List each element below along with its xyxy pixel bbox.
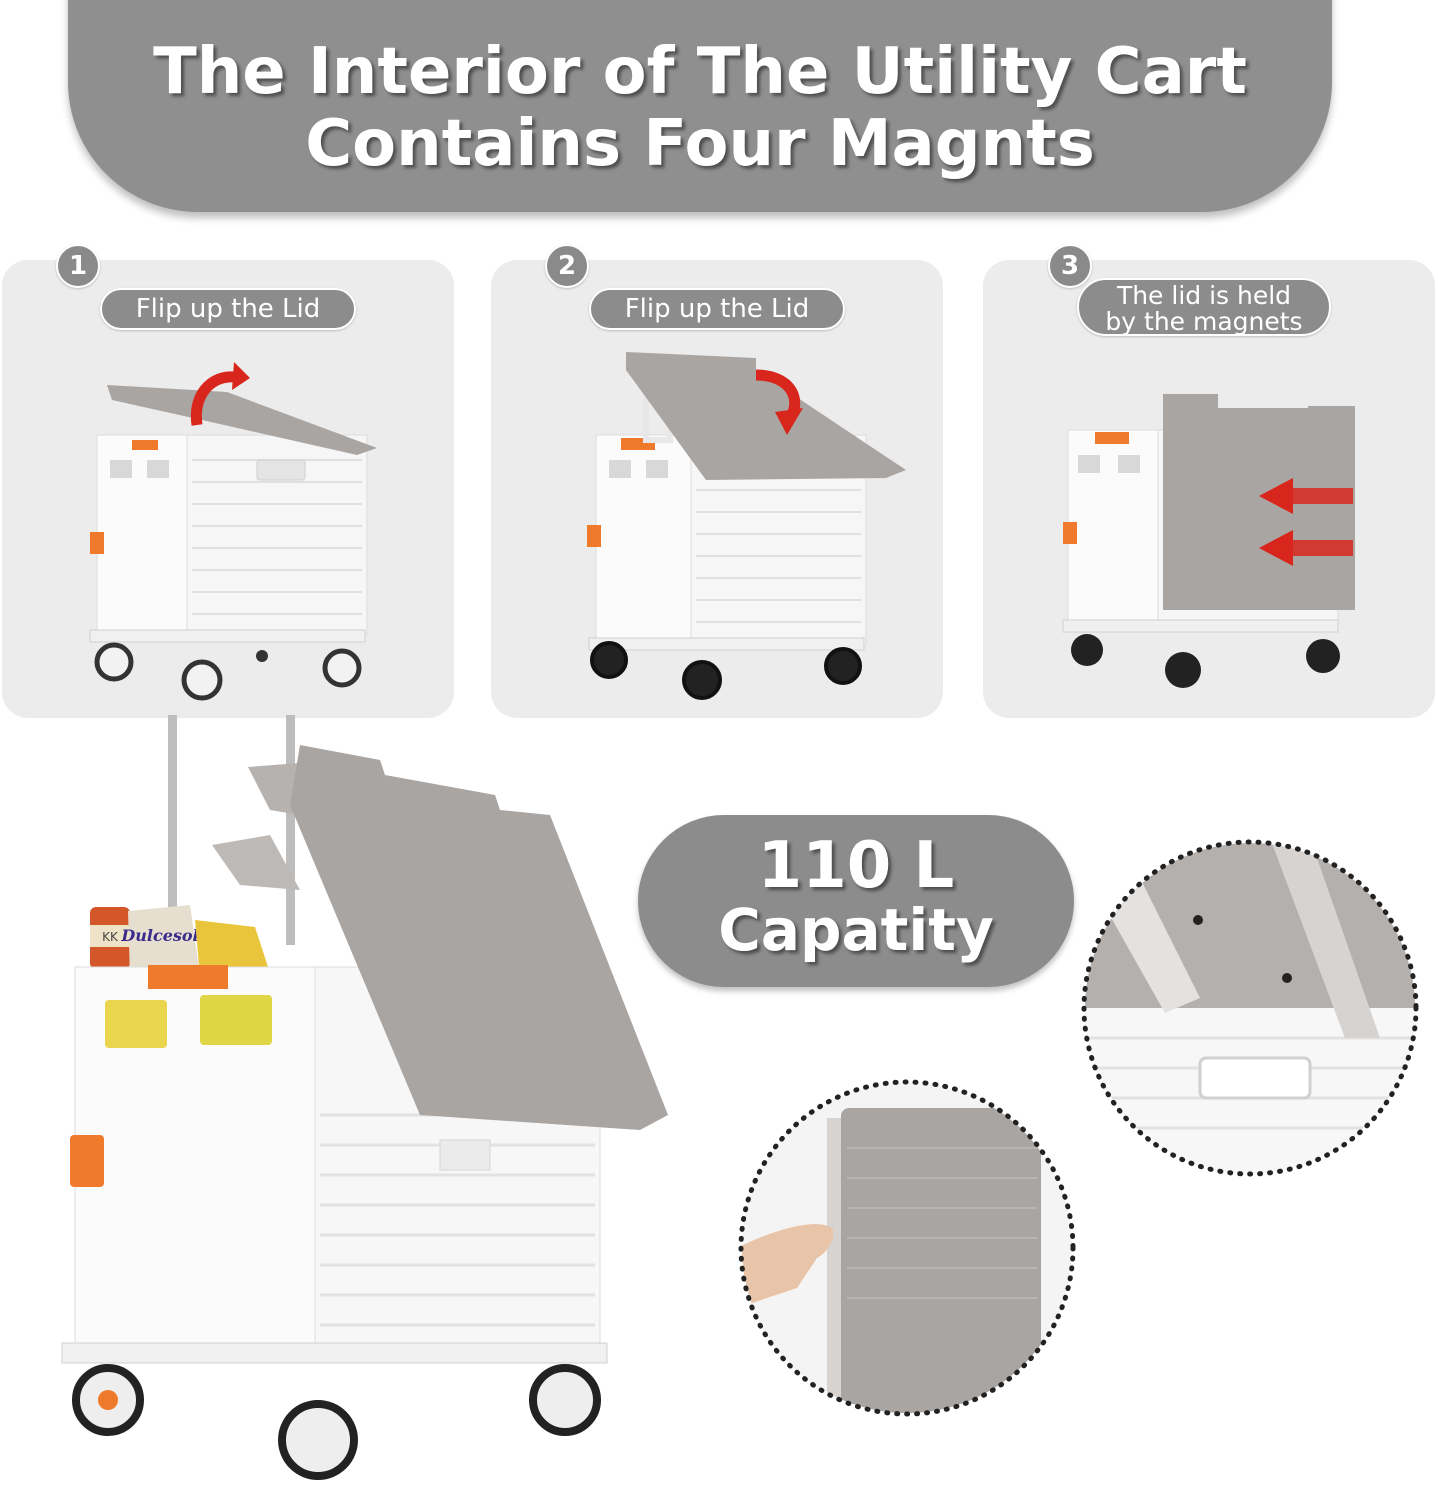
step-1-label: Flip up the Lid <box>100 288 356 330</box>
cart-body <box>90 434 368 636</box>
step-2-label: Flip up the Lid <box>589 288 845 330</box>
step-2-cart-illustration <box>587 352 906 700</box>
capacity-badge <box>638 815 1074 987</box>
lid <box>107 385 377 455</box>
hand-lid-detail <box>738 1079 1076 1417</box>
step-1-number-badge: 1 <box>56 244 100 288</box>
capacity-value: 110 L <box>757 829 955 903</box>
magnet-arrow-icon <box>1259 478 1353 566</box>
page-title: The Interior of The Utility Cart Contain… <box>68 36 1332 180</box>
step-3-number-badge: 3 <box>1048 244 1092 288</box>
orange-latch <box>90 532 104 554</box>
groceries: KK Dulcesol <box>90 905 270 977</box>
step-3-label: The lid is held by the magnets <box>1077 278 1331 336</box>
main-cart-illustration: KK Dulcesol <box>61 715 668 1480</box>
page-title-line-1: The Interior of The Utility Cart <box>153 35 1247 109</box>
header-banner <box>68 0 1332 212</box>
interior-magnet-detail <box>1081 839 1419 1177</box>
step-3-label-line-1: The lid is held <box>1116 281 1292 310</box>
page-title-line-2: Contains Four Magnts <box>305 107 1095 181</box>
wheels <box>61 1342 608 1480</box>
bag-label: Dulcesol <box>120 926 198 945</box>
lid-stack <box>212 745 668 1130</box>
telescopic-handle <box>168 715 295 985</box>
step-3-label-line-2: by the magnets <box>1105 307 1303 336</box>
lid <box>626 352 906 480</box>
capacity-label: Capatity <box>718 896 994 964</box>
hand-icon <box>742 1224 834 1308</box>
jar-label: KK <box>102 930 119 944</box>
wheels <box>588 637 865 700</box>
step-2-number-badge: 2 <box>545 244 589 288</box>
step-1-cart-illustration <box>89 362 377 701</box>
wheels <box>89 629 366 701</box>
step-3-cart-illustration <box>1062 394 1355 688</box>
orange-latch <box>70 1135 104 1187</box>
wheels <box>1062 619 1340 688</box>
